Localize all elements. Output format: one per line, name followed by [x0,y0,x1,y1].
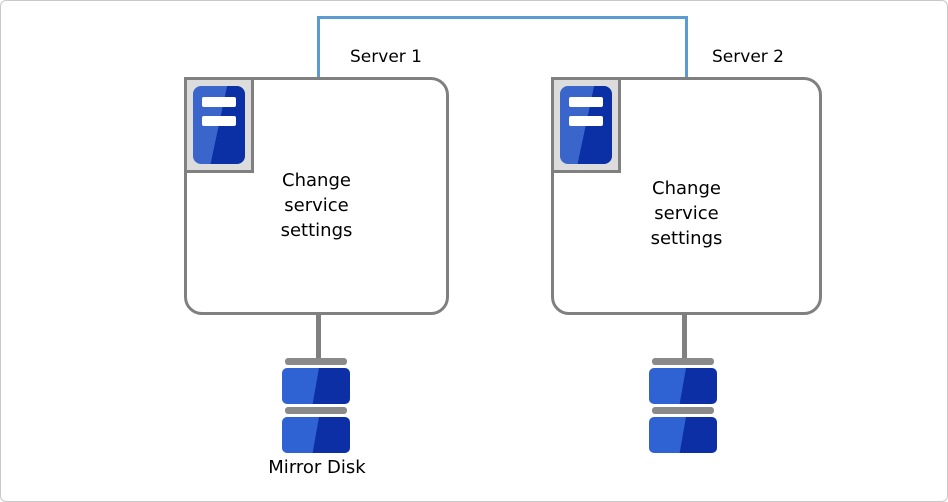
mirror-disk-label: Mirror Disk [268,457,366,478]
server2-label: Server 2 [712,47,784,67]
server1-action-text: Change service settings [187,168,446,243]
disk-cap [285,407,347,414]
disk-connector-line [682,313,687,360]
server-icon-body [560,86,612,164]
text-line: service [284,195,349,216]
server-icon-slot [569,116,603,126]
disk-platter [649,417,717,453]
disk-cap [652,358,714,365]
server-icon-slot [569,97,603,107]
server-icon-body [193,86,245,164]
server-icon-slot [202,97,236,107]
disk-connector-line [316,313,321,360]
disk-stack-icon [282,358,350,456]
server1-box: Change service settings [184,77,449,315]
disk-platter [282,368,350,404]
server2-box: Change service settings [551,77,822,315]
text-line: service [654,203,719,224]
server1-label: Server 1 [350,47,422,67]
text-line: settings [280,220,353,241]
text-line: Change [652,178,721,199]
server-icon [551,77,621,173]
server-icon-slot [202,116,236,126]
text-line: settings [650,228,723,249]
disk-stack-icon [649,358,717,456]
disk-cap [652,407,714,414]
text-line: Change [282,170,351,191]
network-connector-line [317,16,688,78]
disk-platter [282,417,350,453]
server-icon [184,77,254,173]
server2-action-text: Change service settings [554,176,819,251]
disk-cap [285,358,347,365]
disk-platter [649,368,717,404]
